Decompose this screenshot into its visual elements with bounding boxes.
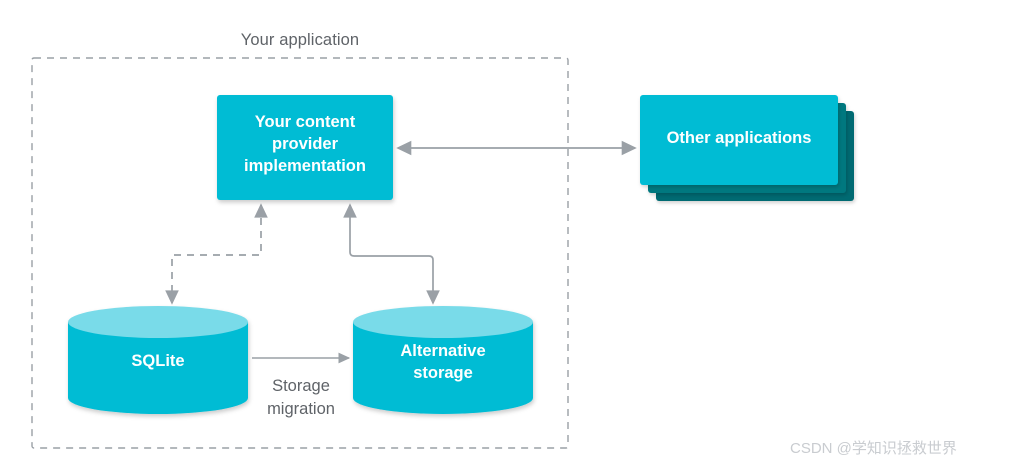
alternative-storage-label: Alternative storage	[353, 341, 533, 385]
storage-migration-label-line-1: Storage	[272, 377, 330, 395]
application-boundary	[31, 57, 569, 449]
edge-cp-alt-storage	[343, 203, 440, 305]
content-provider-label-line-1: Your content	[254, 113, 356, 131]
sqlite-cylinder-body	[68, 322, 248, 414]
content-provider-label: Your content provider implementation	[217, 112, 393, 178]
node-alternative-storage[interactable]	[353, 306, 533, 414]
sqlite-cylinder-top	[68, 306, 248, 338]
application-boundary-label: Your application	[240, 31, 360, 49]
edge-cp-sqlite	[165, 203, 268, 305]
sqlite-label: SQLite	[131, 352, 185, 370]
storage-migration-edge-label: Storage migration	[240, 375, 362, 422]
other-applications-card-front	[640, 95, 838, 185]
alternative-storage-cylinder-body	[353, 322, 533, 414]
alternative-storage-cylinder-top	[353, 306, 533, 338]
storage-migration-label-line-2: migration	[267, 400, 335, 419]
node-other-applications[interactable]	[640, 95, 854, 201]
node-content-provider[interactable]	[217, 95, 393, 200]
watermark-text: CSDN @学知识拯救世界	[790, 440, 957, 457]
other-applications-label: Other applications	[666, 129, 812, 147]
alternative-storage-label-line-2: storage	[413, 363, 473, 382]
content-provider-label-line-2: provider	[271, 134, 339, 153]
alternative-storage-label-line-1: Alternative	[400, 342, 486, 360]
content-provider-box	[217, 95, 393, 200]
node-sqlite[interactable]	[68, 306, 248, 414]
content-provider-label-line-3: implementation	[244, 156, 366, 175]
